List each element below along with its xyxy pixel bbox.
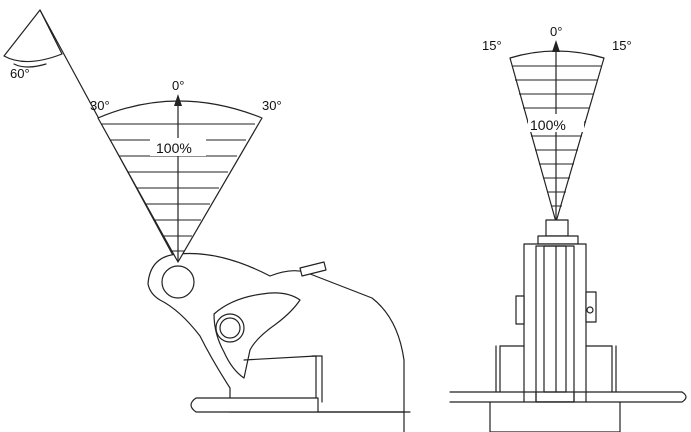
front-capacity-cone: [509, 40, 605, 223]
side-view-clamp: 60° 0° 30° 30° 100%: [3, 9, 411, 432]
side-capacity-cone: [97, 94, 263, 263]
front-center-angle-label: 0°: [550, 24, 562, 39]
side-capacity-label: 100%: [156, 140, 192, 156]
side-center-angle-label: 0°: [172, 78, 184, 93]
front-view-clamp: 0° 15° 15° 100%: [449, 24, 687, 432]
front-right-angle-label: 15°: [612, 38, 632, 53]
clamp-body: [147, 252, 411, 432]
front-left-angle-label: 15°: [482, 38, 502, 53]
front-clamp-body: [449, 219, 687, 432]
side-right-angle-label: 30°: [262, 98, 282, 113]
max-angle-label: 60°: [10, 66, 30, 81]
side-left-angle-label: 30°: [90, 98, 110, 113]
front-capacity-label: 100%: [530, 117, 566, 133]
